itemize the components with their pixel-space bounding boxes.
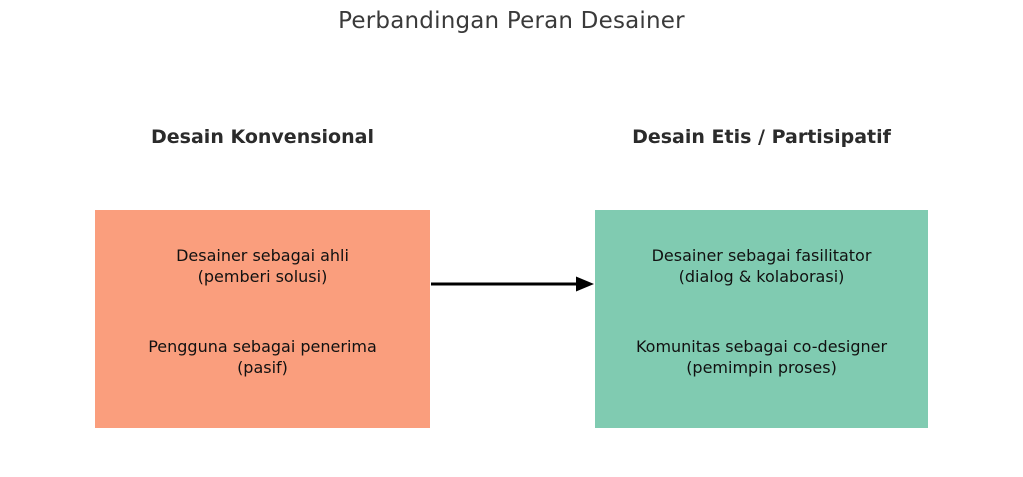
role-line: (pasif): [237, 358, 288, 377]
role-item: Desainer sebagai fasilitator (dialog & k…: [595, 245, 928, 287]
role-line: (pemberi solusi): [197, 267, 328, 286]
arrow-head: [576, 276, 594, 292]
heading-desain-konvensional: Desain Konvensional: [151, 126, 374, 148]
role-item: Pengguna sebagai penerima (pasif): [95, 336, 430, 378]
role-line: Pengguna sebagai penerima: [148, 337, 377, 356]
role-item: Desainer sebagai ahli (pemberi solusi): [95, 245, 430, 287]
diagram-title: Perbandingan Peran Desainer: [338, 8, 685, 34]
transition-arrow-icon: [431, 276, 594, 292]
role-line: Desainer sebagai ahli: [176, 246, 349, 265]
box-desain-etis-partisipatif: Desainer sebagai fasilitator (dialog & k…: [595, 210, 928, 428]
role-item: Komunitas sebagai co-designer (pemimpin …: [595, 336, 928, 378]
box-desain-konvensional: Desainer sebagai ahli (pemberi solusi) P…: [95, 210, 430, 428]
role-line: Desainer sebagai fasilitator: [651, 246, 872, 265]
role-line: (pemimpin proses): [686, 358, 837, 377]
heading-desain-etis-partisipatif: Desain Etis / Partisipatif: [632, 126, 891, 148]
role-line: Komunitas sebagai co-designer: [635, 337, 888, 356]
role-line: (dialog & kolaborasi): [678, 267, 845, 286]
